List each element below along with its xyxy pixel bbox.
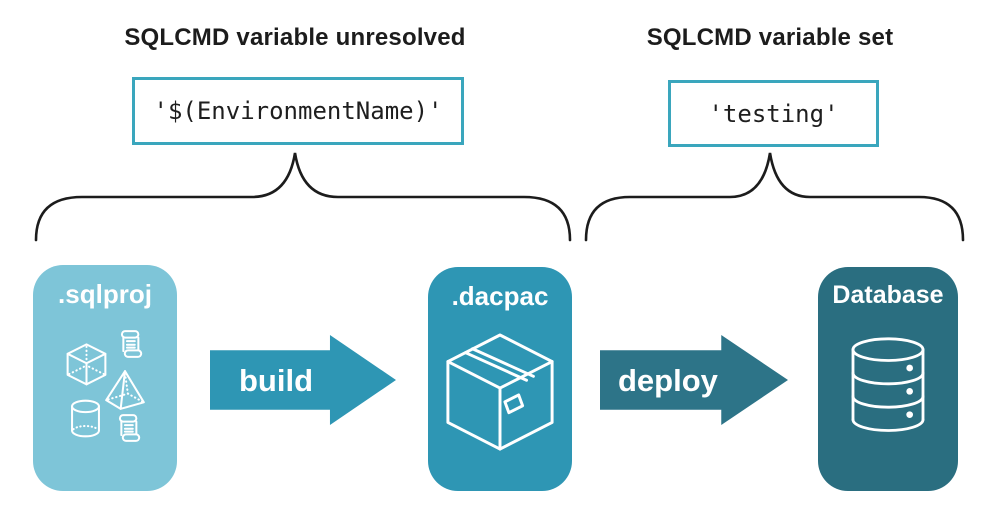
scroll-icon [118, 413, 141, 442]
build-arrow: build [210, 335, 396, 425]
cylinder-icon [71, 399, 100, 437]
brace-right-icon [584, 152, 965, 242]
database-cylinder-icon [851, 336, 925, 432]
deploy-arrow: deploy [600, 335, 788, 425]
package-icon [446, 333, 554, 451]
brace-left-icon [34, 152, 572, 242]
dacpac-label: .dacpac [451, 281, 549, 311]
db-dot [906, 364, 913, 371]
title-sqlcmd-set: SQLCMD variable set [646, 24, 894, 51]
sqlproj-node: .sqlproj [33, 265, 177, 491]
database-label: Database [832, 281, 944, 309]
code-value-set: 'testing' [708, 99, 839, 128]
db-dot [906, 410, 913, 418]
dacpac-node: .dacpac [428, 267, 572, 491]
sql-objects-icons [66, 329, 145, 442]
code-box-set: 'testing' [668, 80, 879, 147]
sqlproj-label: .sqlproj [58, 279, 152, 309]
code-value-unresolved: '$(EnvironmentName)' [153, 97, 443, 125]
pyramid-icon [105, 369, 145, 410]
deploy-arrow-label: deploy [618, 362, 718, 398]
code-box-unresolved: '$(EnvironmentName)' [132, 77, 464, 145]
database-node: Database [818, 267, 958, 491]
scroll-icon [120, 329, 143, 358]
cube-icon [66, 342, 107, 385]
title-sqlcmd-unresolved: SQLCMD variable unresolved [124, 24, 466, 51]
build-arrow-label: build [239, 362, 314, 398]
db-dot [906, 387, 913, 395]
